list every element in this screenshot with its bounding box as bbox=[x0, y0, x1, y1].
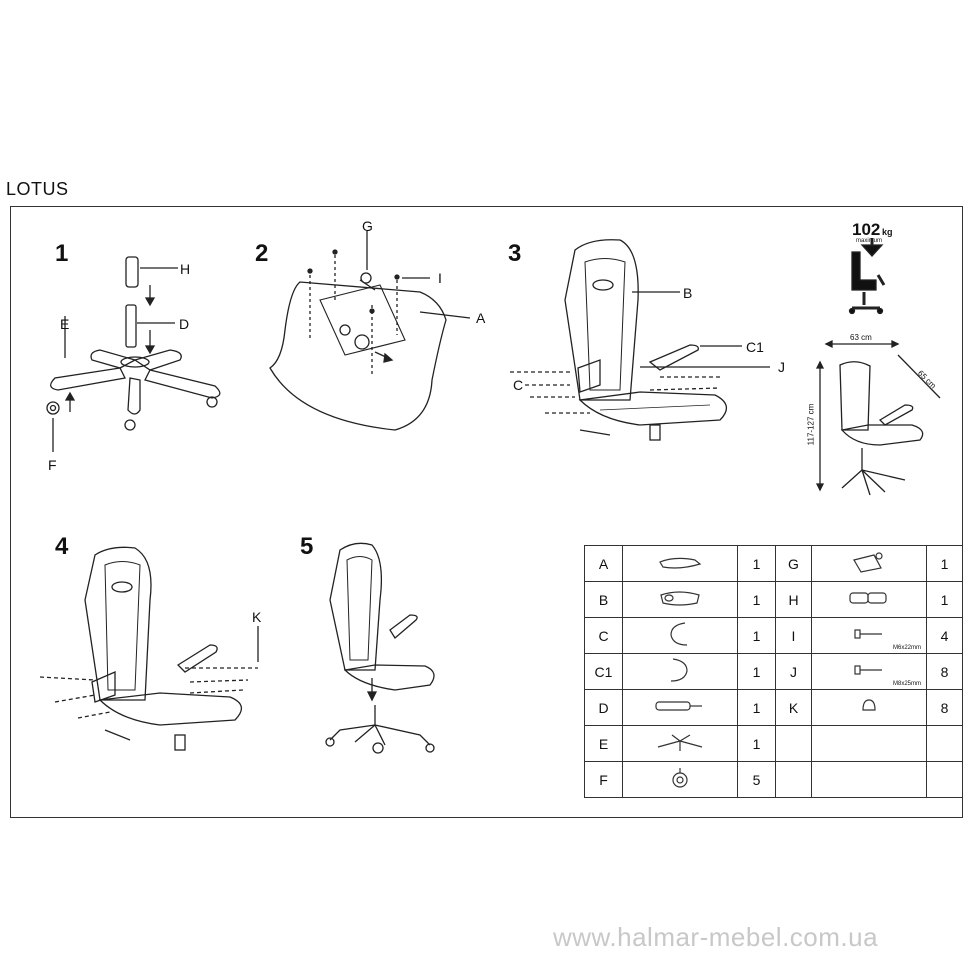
screw-icon: M6x22mm bbox=[811, 617, 927, 654]
label-k: K bbox=[252, 609, 262, 625]
empty-cell bbox=[811, 761, 927, 798]
part-qty bbox=[926, 725, 963, 762]
cap-icon bbox=[811, 689, 927, 726]
weight-chair-icon bbox=[848, 238, 886, 315]
label-c1: C1 bbox=[746, 339, 764, 355]
armrest-left-icon bbox=[622, 617, 738, 654]
watermark: www.halmar-mebel.com.ua bbox=[553, 922, 879, 952]
part-label: J bbox=[775, 653, 812, 690]
label-a: A bbox=[476, 310, 486, 326]
part-label: H bbox=[775, 581, 812, 618]
part-qty: 1 bbox=[737, 653, 776, 690]
part-qty bbox=[926, 761, 963, 798]
product-title: LOTUS bbox=[6, 179, 69, 199]
parts-table: A 1 G 1 B 1 H 1 C 1 I M6x22mm 4 C1 1 J bbox=[584, 545, 963, 798]
part-qty: 4 bbox=[926, 617, 963, 654]
label-c: C bbox=[513, 377, 524, 393]
label-g: G bbox=[362, 218, 373, 234]
part-qty: 1 bbox=[926, 581, 963, 618]
part-qty: 1 bbox=[737, 725, 776, 762]
step-3-number: 3 bbox=[508, 240, 522, 267]
part-qty: 1 bbox=[737, 581, 776, 618]
part-qty: 1 bbox=[737, 545, 776, 582]
width-dimension: 63 cm bbox=[850, 333, 872, 342]
caster-icon bbox=[622, 761, 738, 798]
part-qty: 5 bbox=[737, 761, 776, 798]
step-4-drawing bbox=[39, 546, 259, 751]
part-label bbox=[775, 761, 812, 798]
table-row: A 1 G 1 bbox=[584, 545, 963, 582]
step-5-drawing bbox=[325, 542, 435, 754]
gas-lift-icon bbox=[622, 689, 738, 726]
instruction-frame bbox=[10, 206, 963, 818]
part-qty: 8 bbox=[926, 653, 963, 690]
mechanism-icon bbox=[811, 545, 927, 582]
part-qty: 8 bbox=[926, 689, 963, 726]
step-2-number: 2 bbox=[255, 240, 269, 267]
label-h: H bbox=[180, 261, 191, 277]
part-label: F bbox=[584, 761, 623, 798]
max-weight-unit: kg bbox=[882, 227, 893, 237]
part-label: E bbox=[584, 725, 623, 762]
label-e: E bbox=[60, 316, 70, 332]
label-d: D bbox=[179, 316, 190, 332]
label-j: J bbox=[778, 359, 785, 375]
label-b: B bbox=[683, 285, 693, 301]
base-icon bbox=[622, 725, 738, 762]
part-label: C bbox=[584, 617, 623, 654]
screw-spec: M8x25mm bbox=[892, 681, 921, 687]
part-qty: 1 bbox=[926, 545, 963, 582]
dimension-chair-drawing bbox=[815, 339, 941, 496]
table-row: E 1 bbox=[584, 725, 963, 762]
part-label: C1 bbox=[584, 653, 623, 690]
label-f: F bbox=[48, 457, 57, 473]
step-5-number: 5 bbox=[300, 533, 314, 560]
part-qty: 1 bbox=[737, 617, 776, 654]
table-row: C1 1 J M8x25mm 8 bbox=[584, 653, 963, 690]
gas-cover-icon bbox=[811, 581, 927, 618]
part-label: B bbox=[584, 581, 623, 618]
max-weight-note: maximum bbox=[856, 238, 883, 244]
armrest-right-icon bbox=[622, 653, 738, 690]
screw-spec: M6x22mm bbox=[892, 645, 921, 651]
step-2-drawing bbox=[269, 230, 471, 431]
empty-cell bbox=[811, 725, 927, 762]
seat-plate-icon bbox=[622, 545, 738, 582]
part-label: A bbox=[584, 545, 623, 582]
step-1-number: 1 bbox=[55, 240, 69, 267]
step-4-number: 4 bbox=[55, 533, 69, 560]
table-row: B 1 H 1 bbox=[584, 581, 963, 618]
screw-icon: M8x25mm bbox=[811, 653, 927, 690]
table-row: F 5 bbox=[584, 761, 963, 798]
part-label: I bbox=[775, 617, 812, 654]
step-1-drawing bbox=[46, 256, 221, 452]
step-3-drawing bbox=[510, 239, 770, 441]
height-dimension: 117-127 cm bbox=[806, 403, 816, 446]
table-row: D 1 K 8 bbox=[584, 689, 963, 726]
part-label: K bbox=[775, 689, 812, 726]
part-qty: 1 bbox=[737, 689, 776, 726]
backrest-icon bbox=[622, 581, 738, 618]
table-row: C 1 I M6x22mm 4 bbox=[584, 617, 963, 654]
part-label bbox=[775, 725, 812, 762]
part-label: G bbox=[775, 545, 812, 582]
label-i: I bbox=[438, 270, 442, 286]
max-weight-value: 102 bbox=[852, 220, 881, 239]
part-label: D bbox=[584, 689, 623, 726]
